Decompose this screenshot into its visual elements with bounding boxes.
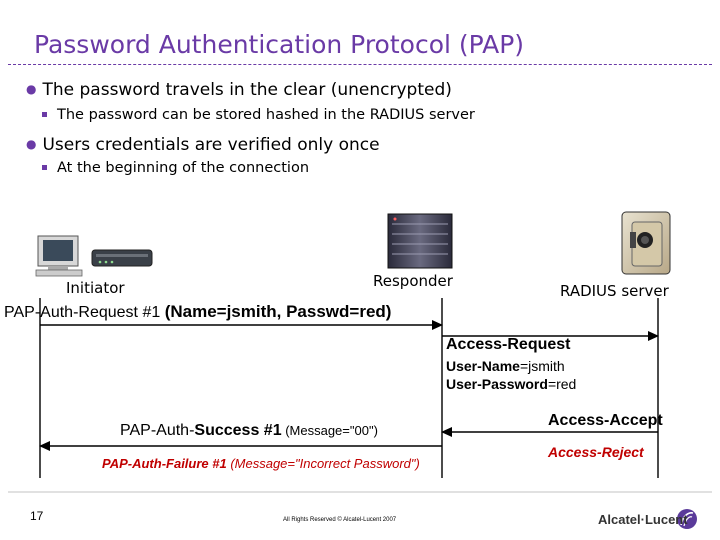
responder-label: Responder bbox=[373, 272, 453, 290]
user-password-value: =red bbox=[547, 376, 577, 392]
bullet-dot-icon: ● bbox=[26, 82, 37, 96]
access-request-user-password: User-Password=red bbox=[446, 376, 576, 392]
page-number: 17 bbox=[30, 509, 44, 523]
access-reject-label: Access-Reject bbox=[548, 444, 644, 460]
square-bullet-icon bbox=[42, 165, 47, 170]
access-request-user-name: User-Name=jsmith bbox=[446, 358, 565, 374]
sub-bullet-1: The password can be stored hashed in the… bbox=[42, 107, 475, 123]
user-name-key: User-Name bbox=[446, 358, 520, 374]
bullet-1: ● The password travels in the clear (unen… bbox=[26, 80, 452, 100]
sub-bullet-2: At the beginning of the connection bbox=[42, 160, 309, 176]
square-bullet-icon bbox=[42, 112, 47, 117]
bullet-2-text: Users credentials are verified only once bbox=[42, 135, 380, 155]
user-password-key: User-Password bbox=[446, 376, 548, 392]
auth-request-prefix: PAP-Auth-Request #1 bbox=[4, 304, 165, 321]
server-icon bbox=[387, 213, 453, 269]
modem-icon bbox=[91, 249, 153, 267]
access-accept-label: Access-Accept bbox=[548, 412, 663, 429]
slide-title: Password Authentication Protocol (PAP) bbox=[34, 30, 525, 59]
auth-request-message: PAP-Auth-Request #1 (Name=jsmith, Passwd… bbox=[4, 302, 391, 322]
auth-success-part3: (Message="00") bbox=[281, 423, 378, 438]
safe-icon bbox=[621, 211, 671, 275]
initiator-label: Initiator bbox=[66, 279, 125, 297]
computer-icon bbox=[35, 235, 83, 277]
auth-failure-message: PAP-Auth-Failure #1 (Message="Incorrect … bbox=[102, 456, 420, 471]
auth-success-message: PAP-Auth-Success #1 (Message="00") bbox=[120, 422, 378, 440]
user-name-value: =jsmith bbox=[519, 358, 565, 374]
auth-success-part2: Success #1 bbox=[194, 422, 282, 439]
auth-failure-part1: PAP-Auth-Failure #1 bbox=[102, 456, 227, 471]
sub-bullet-1-text: The password can be stored hashed in the… bbox=[57, 107, 475, 123]
sub-bullet-2-text: At the beginning of the connection bbox=[57, 160, 310, 176]
bullet-dot-icon: ● bbox=[26, 137, 37, 151]
access-request-title: Access-Request bbox=[446, 336, 571, 353]
radius-server-label: RADIUS server bbox=[560, 282, 669, 300]
auth-failure-part2: (Message="Incorrect Password") bbox=[226, 456, 420, 471]
auth-success-part1: PAP-Auth- bbox=[120, 422, 195, 439]
title-divider bbox=[8, 64, 712, 65]
bullet-1-text: The password travels in the clear (unenc… bbox=[42, 80, 452, 100]
logo-wordmark: Alcatel·Lucent bbox=[598, 512, 688, 527]
copyright-text: All Rights Reserved © Alcatel-Lucent 200… bbox=[283, 517, 397, 523]
bullet-2: ● Users credentials are verified only onc… bbox=[26, 135, 380, 155]
auth-request-credentials: (Name=jsmith, Passwd=red) bbox=[164, 302, 392, 321]
alcatel-lucent-logo-icon bbox=[677, 509, 697, 529]
